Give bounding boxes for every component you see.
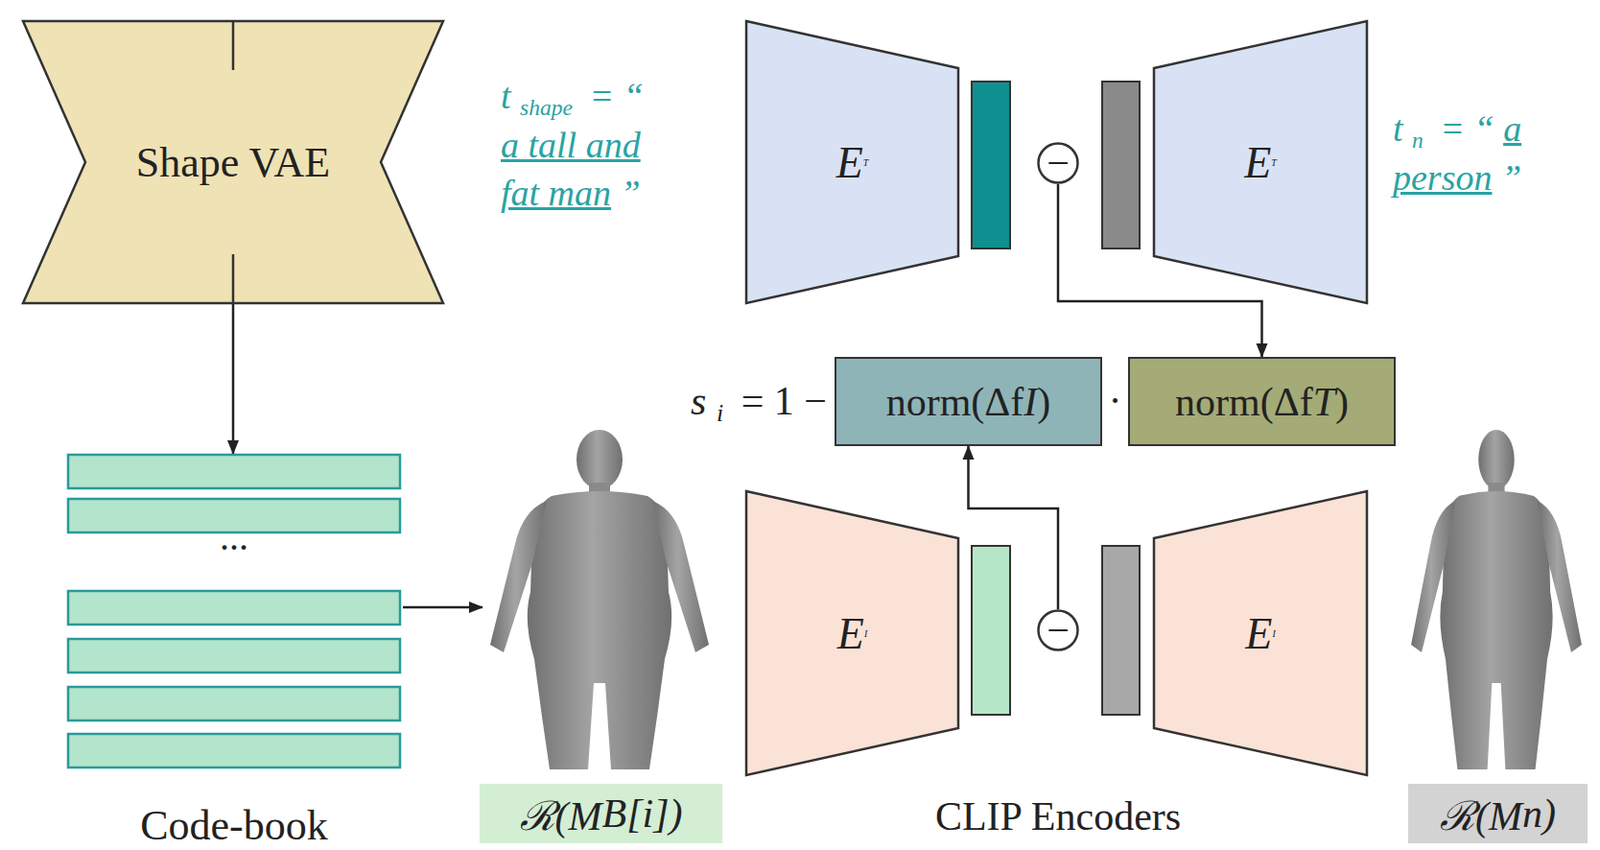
label-text: = “: [1439, 108, 1494, 149]
label-text: t: [1392, 108, 1404, 149]
text-encoder: ET: [745, 20, 960, 305]
label-text: shape: [519, 94, 573, 120]
label-text: ...: [219, 515, 249, 559]
minus-op: −: [1036, 609, 1080, 652]
code-entry: [68, 686, 400, 721]
body-mesh: [490, 429, 709, 770]
node-text: E: [1244, 137, 1271, 189]
node-text: Shape VAE: [136, 138, 331, 188]
node-text: T: [863, 157, 870, 168]
vae-mark: [232, 21, 236, 71]
node-text: n: [1522, 790, 1543, 837]
node-text: norm(Δf: [886, 378, 1025, 425]
node-text: Code-book: [140, 800, 329, 850]
text-holder: EI: [745, 490, 960, 777]
codebook: Code-book: [67, 453, 401, 848]
code-entry: [68, 638, 400, 673]
image-encoder: EI: [745, 490, 960, 777]
node-text: I: [1023, 378, 1037, 425]
vae-block-shape: [23, 21, 444, 304]
image-feature: [1102, 545, 1140, 715]
node-text: ): [1542, 790, 1556, 837]
text-holder: ℛ(MB[i]): [479, 783, 723, 844]
node-text: ℛ(M: [519, 786, 603, 842]
label-text: = “: [589, 75, 644, 117]
label-text: s: [690, 378, 706, 424]
label-group: ...: [67, 517, 401, 557]
label-group: t n = “ a person ”: [1392, 105, 1537, 203]
text-holder: −: [1036, 609, 1080, 652]
label-text: = 1 −: [741, 378, 827, 424]
label-group: s i = 1 −: [604, 374, 827, 441]
image-encoder-shape: [1153, 491, 1367, 776]
node-text: E: [1245, 608, 1272, 659]
label-group: CLIP Encoders: [892, 792, 1224, 841]
node-text: I: [864, 628, 868, 639]
node-text: E: [836, 137, 864, 189]
minus-op: −: [1036, 141, 1080, 185]
image-encoder: EI: [1152, 490, 1368, 777]
text-holder: Shape VAE: [22, 20, 445, 305]
label-text: t: [500, 75, 512, 117]
node-text: −: [1046, 142, 1070, 184]
label-text: CLIP Encoders: [935, 794, 1181, 839]
body-mesh: [1411, 429, 1582, 770]
label-group: ·: [1102, 374, 1129, 428]
formula-box: norm(ΔfT): [1128, 356, 1396, 447]
text-encoder-shape: [746, 21, 959, 304]
text-holder: ℛ(Mn): [1408, 783, 1588, 844]
text-encoder-shape: [1153, 21, 1367, 304]
image-feature: [971, 545, 1011, 715]
text-holder: norm(ΔfI): [836, 358, 1101, 445]
image-encoder-shape: [746, 491, 959, 776]
connector: [232, 304, 236, 454]
node-text: norm(Δf: [1175, 378, 1314, 425]
formula-box: norm(ΔfI): [834, 356, 1103, 447]
text-holder: EI: [1152, 490, 1368, 777]
node-text: T: [1313, 378, 1336, 425]
text-holder: ET: [745, 20, 960, 305]
minus-op-shape: [1038, 143, 1079, 184]
node-text: −: [1046, 610, 1070, 651]
text-feature: [971, 81, 1011, 249]
node-text: T: [1270, 157, 1277, 168]
render-label: ℛ(Mn): [1408, 783, 1588, 844]
label-group: t shape = “ a tall and fat man ”: [500, 72, 669, 217]
lookup-arrow: [402, 606, 483, 610]
node-text: I: [1271, 628, 1275, 639]
text-encoder: ET: [1152, 20, 1368, 305]
code-entry: [68, 590, 400, 625]
node-text: E: [837, 608, 865, 659]
minus-op-shape: [1038, 611, 1079, 651]
text-holder: −: [1036, 141, 1080, 185]
label-text: n: [1411, 127, 1424, 153]
node-text: [i]): [626, 790, 683, 837]
label-text: i: [716, 399, 724, 427]
connector: [968, 446, 1059, 610]
vae-mark: [232, 254, 236, 304]
node-text: ℛ(M: [1439, 786, 1523, 842]
text-holder: Code-book: [67, 802, 401, 848]
label-text: ”: [1501, 157, 1522, 198]
text-holder: ET: [1152, 20, 1368, 305]
code-entry: [68, 733, 400, 768]
text-feature: [1102, 81, 1140, 249]
node-text: B: [601, 790, 627, 837]
render-label: ℛ(MB[i]): [479, 783, 723, 844]
label-text: ”: [620, 172, 641, 213]
node-text: ): [1335, 378, 1349, 425]
label-text: a tall and fat man: [500, 124, 641, 212]
vae-block: Shape VAE: [22, 20, 445, 305]
node-text: ): [1036, 378, 1051, 425]
label-text: ·: [1108, 378, 1123, 424]
code-entry: [68, 454, 400, 489]
codebook-outline: [67, 453, 401, 848]
text-holder: norm(ΔfT): [1129, 358, 1394, 445]
